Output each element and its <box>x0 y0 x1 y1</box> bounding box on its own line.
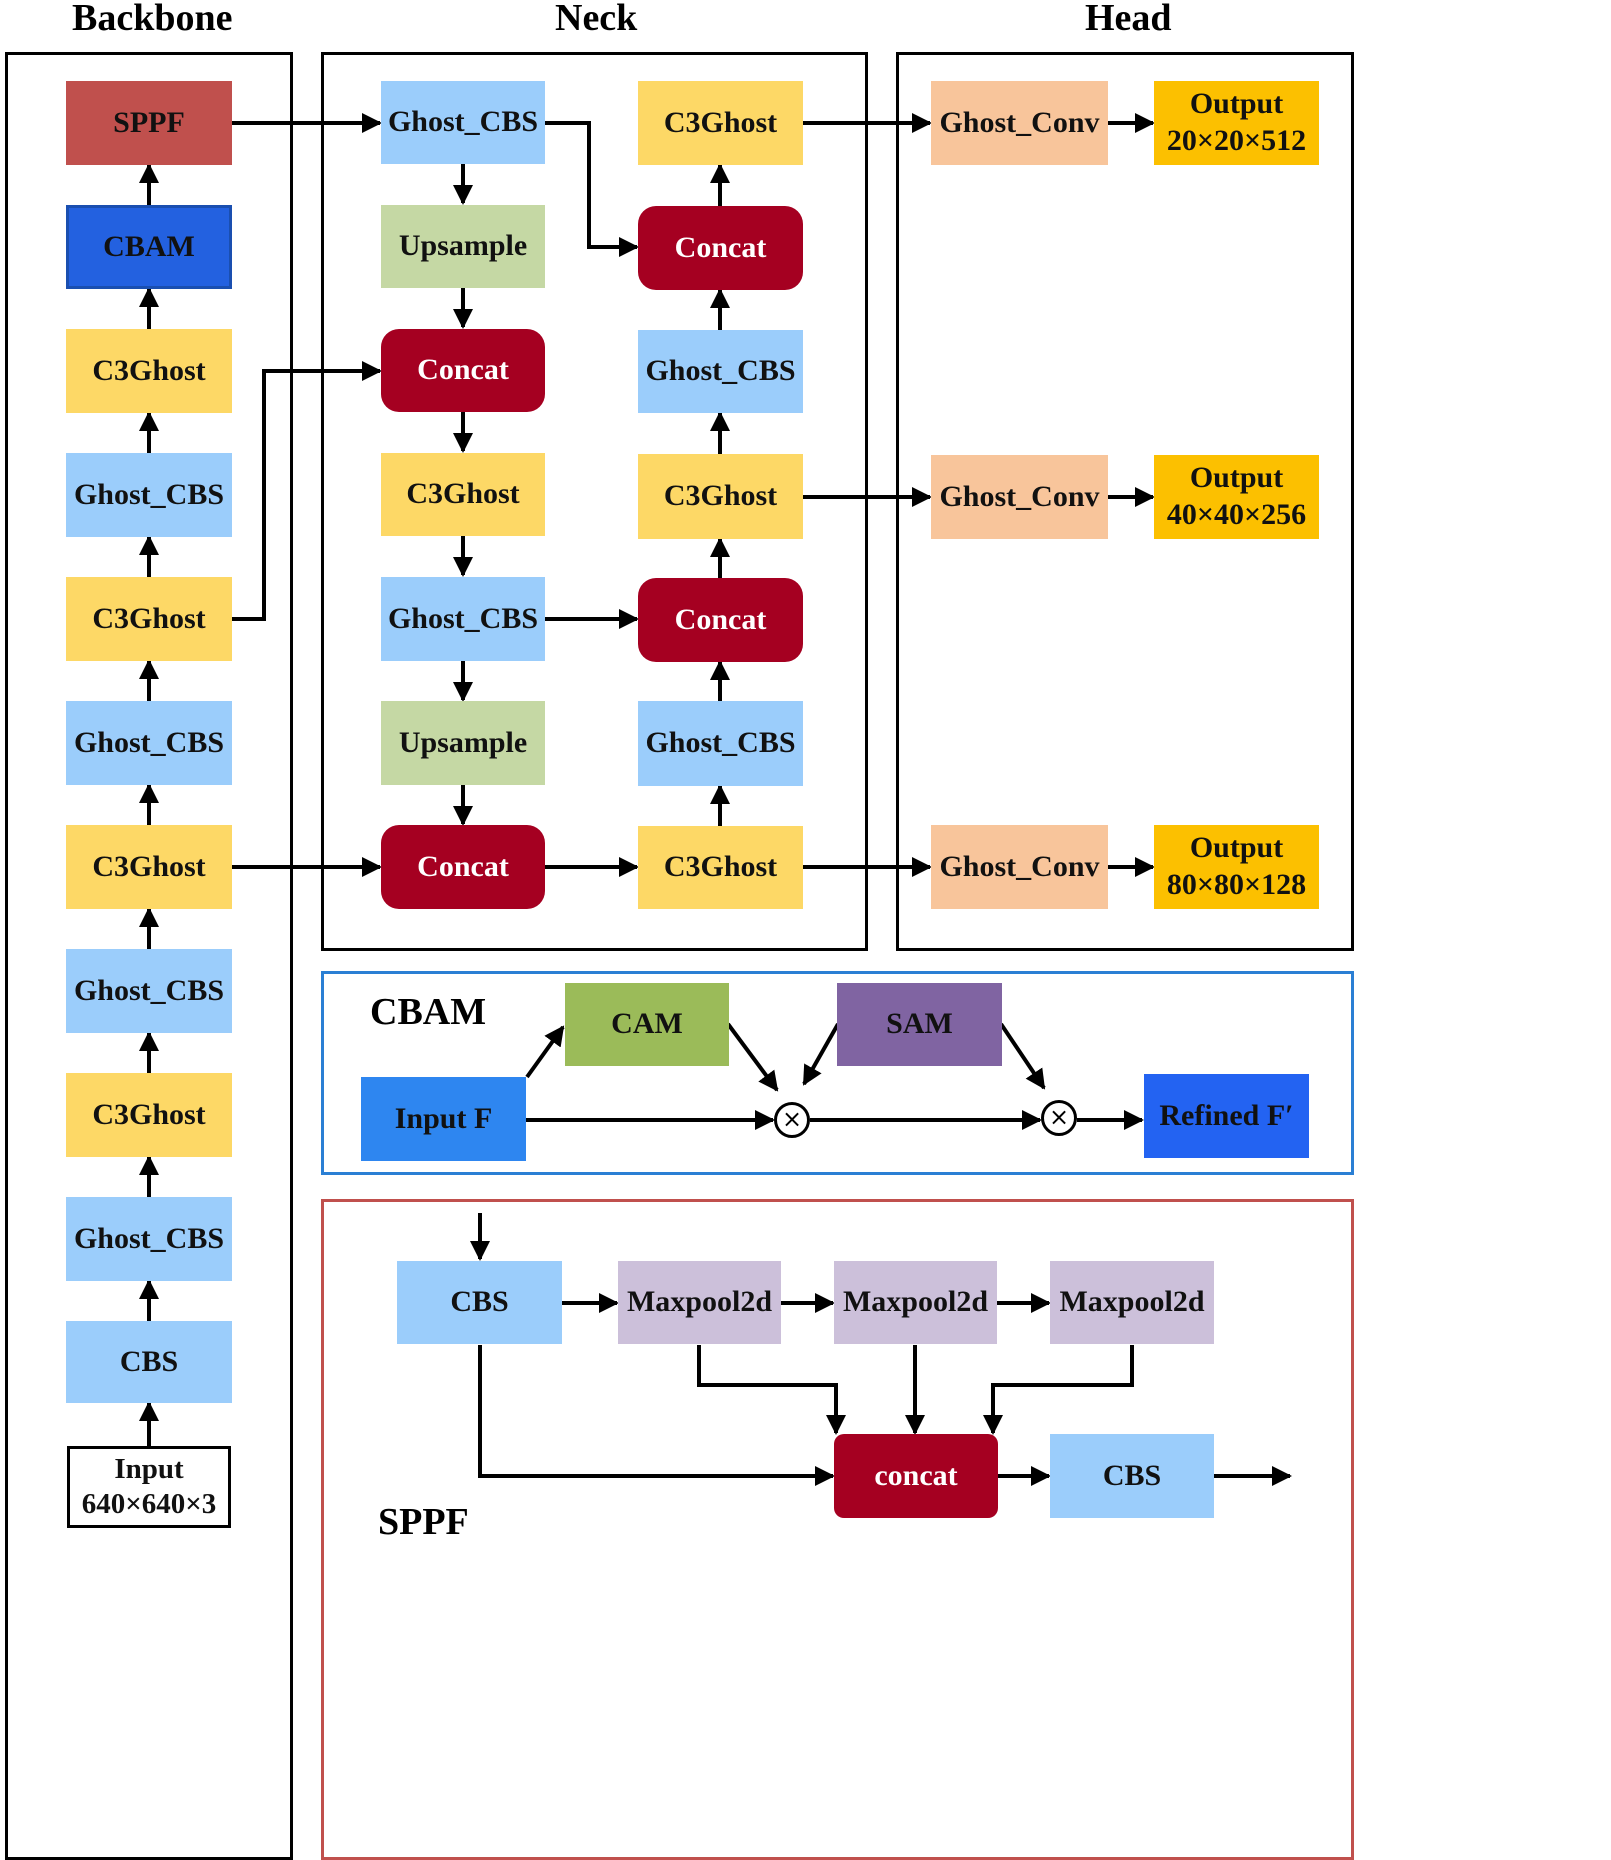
neck-title: Neck <box>555 0 638 39</box>
neck-ghost-cbs-lower-block: Ghost_CBS <box>638 701 803 786</box>
backbone-cbs-block: CBS <box>66 1321 232 1403</box>
arrow-neck-ghostcbs-top-to-concat-top <box>545 121 639 257</box>
cbam-cam-block: CAM <box>565 983 729 1066</box>
backbone-frame <box>5 52 293 1860</box>
sppf-maxpool-1-block: Maxpool2d <box>618 1261 781 1344</box>
arrow-cbam-cam-to-mult1 <box>726 1022 779 1092</box>
cbam-multiply-1-icon: × <box>774 1102 810 1138</box>
sppf-maxpool-2-block: Maxpool2d <box>834 1261 997 1344</box>
head-output-3-block: Output 80×80×128 <box>1154 825 1319 909</box>
cbam-detail-title: CBAM <box>370 991 487 1033</box>
arrow-cbam-input-to-cam <box>525 1025 565 1079</box>
head-ghost-conv-1-block: Ghost_Conv <box>931 81 1108 165</box>
backbone-c3ghost-2-block: C3Ghost <box>66 825 232 909</box>
head-frame <box>896 52 1354 951</box>
arrow-sppf-cbs-to-concat <box>478 1345 835 1486</box>
neck-c3ghost-mid-block: C3Ghost <box>638 454 803 539</box>
sppf-detail-title: SPPF <box>378 1501 469 1543</box>
backbone-c3ghost-3-block: C3Ghost <box>66 577 232 661</box>
arrow-cbam-sam-to-mult2 <box>999 1022 1046 1090</box>
sppf-cbs-out-block: CBS <box>1050 1434 1214 1518</box>
backbone-sppf-block: SPPF <box>66 81 232 165</box>
head-output-2-block: Output 40×40×256 <box>1154 455 1319 539</box>
sppf-concat-block: concat <box>834 1434 998 1518</box>
neck-c3ghost-bottom-block: C3Ghost <box>638 826 803 909</box>
head-output-1-block: Output 20×20×512 <box>1154 81 1319 165</box>
neck-c3ghost-left-block: C3Ghost <box>381 453 545 536</box>
sppf-detail-frame <box>321 1199 1354 1860</box>
backbone-ghost-cbs-2-block: Ghost_CBS <box>66 949 232 1033</box>
neck-ghost-cbs-mid-block: Ghost_CBS <box>381 577 545 661</box>
neck-concat-top-block: Concat <box>638 206 803 290</box>
neck-ghost-cbs-top-block: Ghost_CBS <box>381 81 545 164</box>
head-ghost-conv-3-block: Ghost_Conv <box>931 825 1108 909</box>
cbam-multiply-2-icon: × <box>1041 1100 1077 1136</box>
arrow-sppf-pool1-to-concat <box>697 1345 846 1435</box>
backbone-c3ghost-1-block: C3Ghost <box>66 1073 232 1157</box>
backbone-cbam-block: CBAM <box>66 205 232 289</box>
neck-concat-mid-block: Concat <box>638 578 803 662</box>
arrow-cbam-sam-to-mult1 <box>802 1023 840 1086</box>
neck-upsample-1-block: Upsample <box>381 205 545 288</box>
backbone-c3ghost-4-block: C3Ghost <box>66 329 232 413</box>
cbam-detail-frame <box>321 971 1354 1175</box>
neck-concat-2-block: Concat <box>381 825 545 909</box>
neck-concat-1-block: Concat <box>381 329 545 412</box>
backbone-input-block: Input 640×640×3 <box>67 1446 231 1528</box>
backbone-ghost-cbs-4-block: Ghost_CBS <box>66 453 232 537</box>
neck-c3ghost-top-block: C3Ghost <box>638 81 803 165</box>
cbam-refined-f-block: Refined F′ <box>1144 1074 1309 1158</box>
neck-frame <box>321 52 868 951</box>
neck-upsample-2-block: Upsample <box>381 701 545 785</box>
sppf-maxpool-3-block: Maxpool2d <box>1050 1261 1214 1344</box>
cbam-input-f-block: Input F <box>361 1077 526 1161</box>
arrow-c3ghost3-to-neck-concat <box>230 361 382 621</box>
neck-ghost-cbs-upper-block: Ghost_CBS <box>638 330 803 413</box>
cbam-sam-block: SAM <box>837 983 1002 1066</box>
backbone-ghost-cbs-1-block: Ghost_CBS <box>66 1197 232 1281</box>
backbone-title: Backbone <box>72 0 233 39</box>
head-title: Head <box>1085 0 1172 39</box>
sppf-cbs-in-block: CBS <box>397 1261 562 1344</box>
backbone-ghost-cbs-3-block: Ghost_CBS <box>66 701 232 785</box>
arrow-sppf-pool3-to-concat <box>983 1345 1134 1435</box>
head-ghost-conv-2-block: Ghost_Conv <box>931 455 1108 539</box>
